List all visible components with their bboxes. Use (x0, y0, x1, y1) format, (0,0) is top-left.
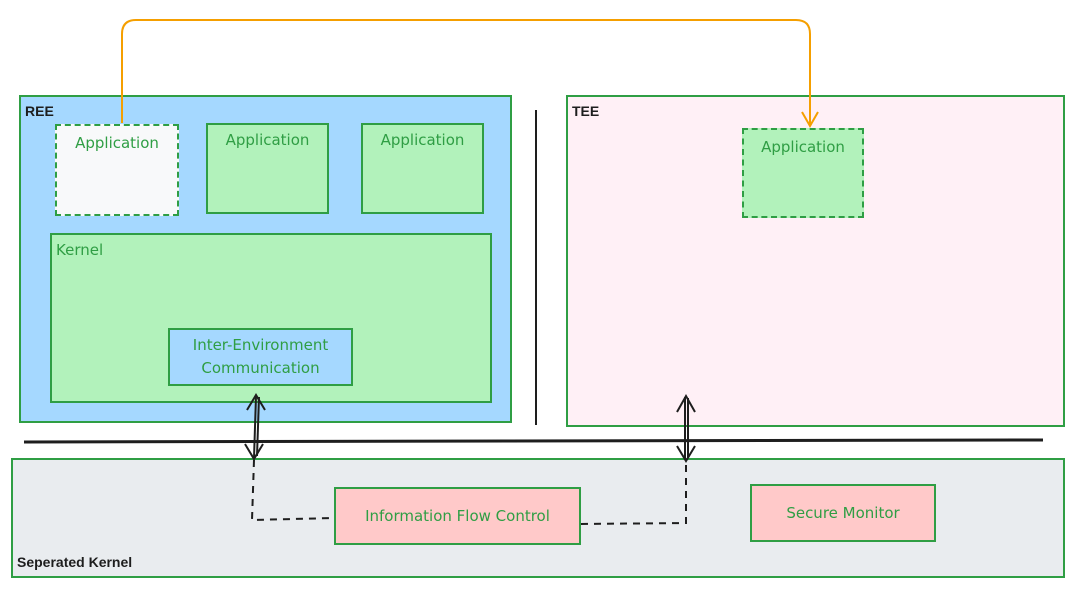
tee-title: TEE (572, 103, 600, 119)
tee-application: Application (742, 128, 864, 218)
horizontal-separator (23, 438, 1044, 444)
kernel-label: Kernel (56, 241, 104, 259)
ree-application-2-label: Application (225, 131, 310, 149)
secure-monitor-label: Secure Monitor (786, 504, 900, 522)
ree-application-2: Application (206, 123, 329, 214)
ree-application-1-label: Application (75, 134, 159, 152)
ree-application-3-label: Application (380, 131, 465, 149)
iec-label-line2: Communication (201, 359, 320, 377)
ree-application-1: Application (55, 124, 179, 216)
secure-monitor: Secure Monitor (750, 484, 936, 542)
separated-kernel-title: Seperated Kernel (17, 554, 133, 570)
ifc-label: Information Flow Control (365, 507, 550, 525)
ree-title: REE (25, 103, 54, 119)
tee-application-label: Application (761, 138, 845, 156)
iec-label-line1: Inter-Environment (192, 336, 329, 354)
inter-environment-communication: Inter-Environment Communication (168, 328, 353, 386)
ree-application-3: Application (361, 123, 484, 214)
information-flow-control: Information Flow Control (334, 487, 581, 545)
